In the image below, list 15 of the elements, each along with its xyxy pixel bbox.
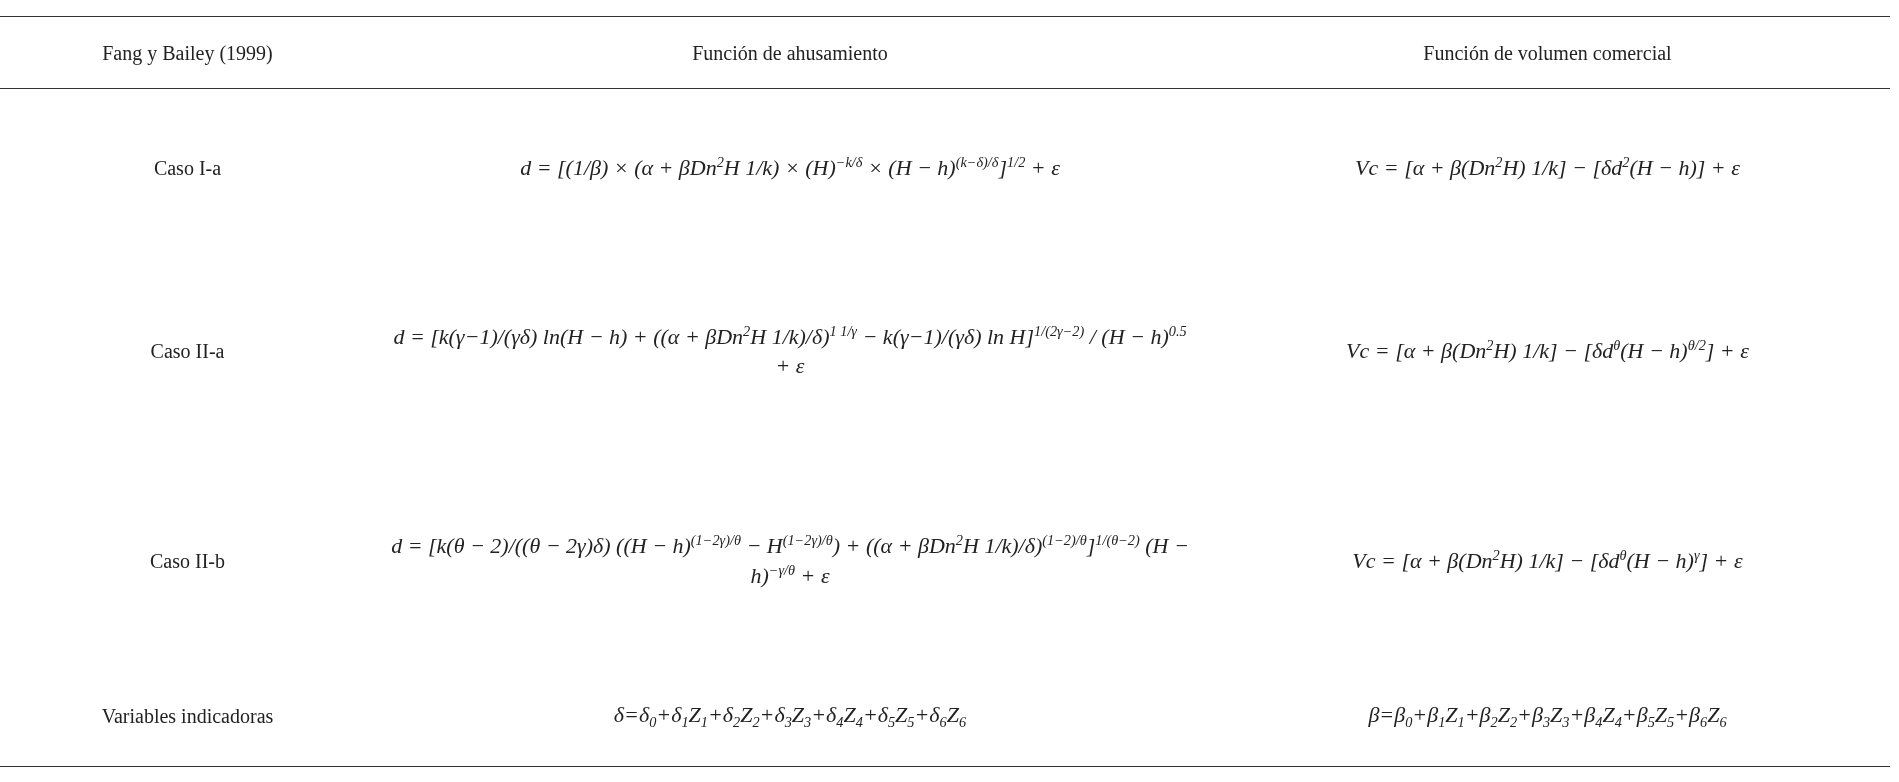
column-header: Fang y Bailey (1999) (102, 40, 273, 66)
formula: δ=δ$_{0}$+δ$_{1}$Z$_{1}$+δ$_{2}$Z$_{2}$+δ$_{3}$Z$_{3}$+δ$_{4}$Z$_{4}$+δ$_{5}$Z$_{5}$+δ$_{6}$Z$_{6}$ (613, 700, 967, 732)
formula: Vc = [α + β(Dn$^{2}$H) 1/k] − [δd$^{θ}$(H − h)$^{γ}$] + ε (1352, 546, 1743, 576)
row-label: Caso II-b (150, 549, 225, 574)
formula: d = [k(θ − 2)/((θ − 2γ)δ) ((H − h)$^{(1−2γ)/θ}$ − H$^{(1−2γ)/θ}$) + ((α + βDn$^{2}$H 1/k)/δ)$^{(1−2)/θ}$]$^{1/(θ−2)}$ (H − h)$^{−γ/θ}$ + ε (390, 531, 1190, 591)
formula: Vc = [α + β(Dn$^{2}$H) 1/k] − [δd$^{2}$(H − h)] + ε (1355, 152, 1740, 182)
row-label: Caso I-a (153, 155, 222, 181)
row-label: Variables indicadoras (101, 704, 274, 729)
row-label: Caso II-a (150, 339, 225, 364)
formula: Vc = [α + β(Dn$^{2}$H) 1/k] − [δd$^{θ}$(H − h)$^{θ/2}$] + ε (1346, 336, 1749, 366)
formula: d = [(1/β) × (α + βDn$^{2}$H 1/k) × (H)$^{−k/δ}$ × (H − h)$^{(k−δ)/δ}$]$^{1/2}$ + ε (520, 152, 1060, 182)
column-header: Función de ahusamiento (692, 40, 888, 66)
formula: β=β$_{0}$+β$_{1}$Z$_{1}$+β$_{2}$Z$_{2}$+β$_{3}$Z$_{3}$+β$_{4}$Z$_{4}$+β$_{5}$Z$_{5}$+β$_{6}$Z$_{6}$ (1368, 700, 1727, 732)
formula: d = [k(γ−1)/(γδ) ln(H − h) + ((α + βDn$^{2}$H 1/k)/δ)$^{1 1/γ}$ − k(γ−1)/(γδ) ln H]$^{1/(2γ−2)}$ / (H − h)$^{0.5}$ + ε (392, 321, 1188, 380)
column-header: Función de volumen comercial (1423, 40, 1672, 66)
